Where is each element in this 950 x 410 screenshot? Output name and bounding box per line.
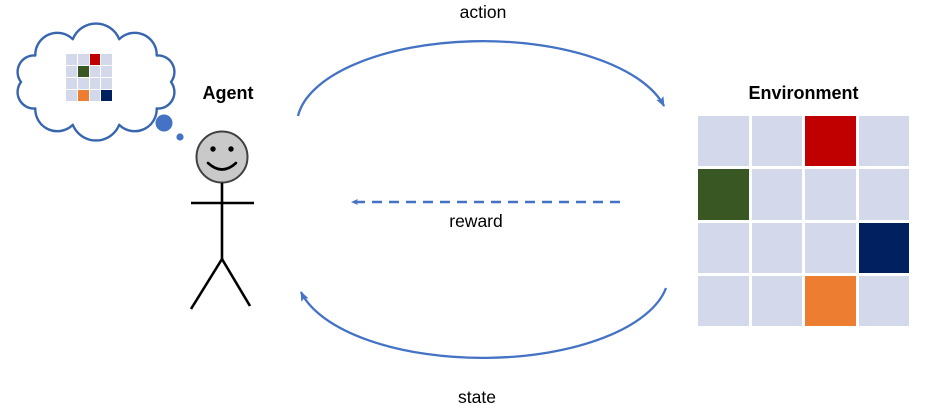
action-label: action [459, 2, 507, 22]
grid-cell-r2c3 [101, 78, 112, 89]
grid-cell-r3c1 [751, 275, 802, 326]
grid-cell-r0c0 [698, 116, 749, 167]
right-leg [220, 258, 252, 307]
grid-cell-r1c2 [89, 66, 101, 77]
grid-cell-r1c1 [751, 169, 802, 220]
grid-cell-r3c3 [858, 275, 909, 326]
environment-label: Environment [748, 83, 859, 103]
grid-cell-r2c1 [751, 222, 802, 273]
grid-cell-r3c3-navy [101, 90, 112, 101]
grid-cell-r2c2 [89, 78, 101, 89]
thought-dot-large [155, 114, 173, 132]
thought-dot-small [176, 133, 184, 141]
left-leg [189, 258, 224, 310]
grid-cell-r2c1 [77, 78, 89, 89]
agent-label: Agent [202, 83, 254, 103]
grid-cell-r2c2 [805, 222, 856, 273]
agent-figure-icon [189, 130, 254, 310]
grid-cell-r0c3 [858, 116, 909, 167]
smiley-head [195, 130, 249, 184]
grid-cell-r0c3 [101, 54, 112, 65]
smile [206, 161, 238, 171]
state-arrow [299, 287, 668, 360]
state-label: state [458, 387, 496, 407]
left-eye [210, 146, 216, 152]
grid-cell-r3c2 [89, 90, 101, 101]
grid-cell-r1c3 [101, 66, 112, 77]
grid-cell-r0c1 [751, 116, 802, 167]
grid-cell-r0c1 [77, 54, 89, 65]
grid-cell-r1c3 [858, 169, 909, 220]
action-arrow [296, 39, 666, 117]
grid-cell-r3c0 [698, 275, 749, 326]
reward-label: reward [449, 211, 503, 231]
grid-cell-r0c0 [66, 54, 77, 65]
grid-cell-r1c0-green [698, 169, 749, 220]
grid-cell-r3c1-orange [77, 90, 89, 101]
grid-cell-r1c1-green [77, 66, 89, 77]
environment-grid [698, 116, 909, 326]
grid-cell-r3c0 [66, 90, 77, 101]
grid-cell-r1c0 [66, 66, 77, 77]
grid-cell-r2c3-navy [858, 222, 909, 273]
thought-mini-grid [66, 54, 112, 101]
right-eye [228, 146, 234, 152]
grid-cell-r2c0 [66, 78, 77, 89]
grid-cell-r0c2-red [89, 54, 101, 65]
grid-cell-r0c2-red [805, 116, 856, 167]
grid-cell-r1c2 [805, 169, 856, 220]
grid-cell-r2c0 [698, 222, 749, 273]
grid-cell-r3c2-orange [805, 275, 856, 326]
